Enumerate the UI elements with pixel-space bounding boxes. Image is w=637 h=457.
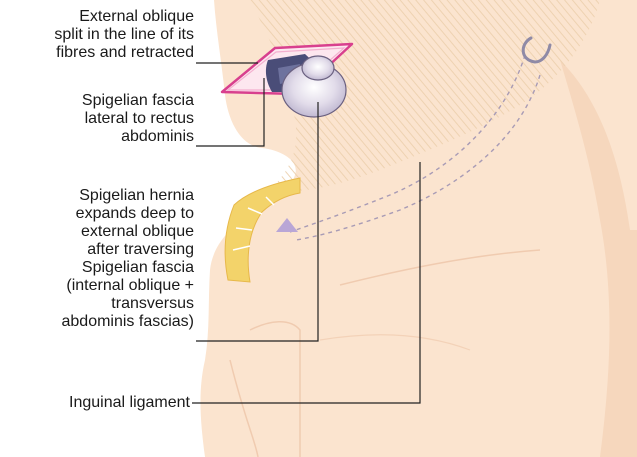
external-oblique-label-line-2: split in the line of its	[54, 26, 194, 44]
spigelian-hernia-label: Spigelian hernia expands deep to externa…	[62, 187, 195, 331]
external-oblique-label: External oblique split in the line of it…	[54, 8, 194, 62]
spigelian-hernia-label-line-8: abdominis fascias)	[62, 313, 195, 331]
spigelian-hernia-label-line-5: Spigelian fascia	[62, 259, 195, 277]
spigelian-fascia-label-line-2: lateral to rectus	[82, 110, 194, 128]
spigelian-hernia-label-line-6: (internal oblique +	[62, 277, 195, 295]
inguinal-ligament-label: Inguinal ligament	[69, 394, 190, 412]
spigelian-hernia-label-line-3: external oblique	[62, 223, 195, 241]
external-oblique-label-line-3: fibres and retracted	[54, 44, 194, 62]
spigelian-fascia-label-line-3: abdominis	[82, 128, 194, 146]
hernia-sac-neck	[302, 56, 334, 80]
spigelian-hernia-label-line-2: expands deep to	[62, 205, 195, 223]
spigelian-hernia-label-line-4: after traversing	[62, 241, 195, 259]
spigelian-fascia-label: Spigelian fascia lateral to rectus abdom…	[82, 92, 194, 146]
spigelian-hernia-label-line-1: Spigelian hernia	[62, 187, 195, 205]
external-oblique-label-line-1: External oblique	[54, 8, 194, 26]
spigelian-fascia-label-line-1: Spigelian fascia	[82, 92, 194, 110]
spigelian-hernia-label-line-7: transversus	[62, 295, 195, 313]
inguinal-ligament-label-line-1: Inguinal ligament	[69, 394, 190, 412]
